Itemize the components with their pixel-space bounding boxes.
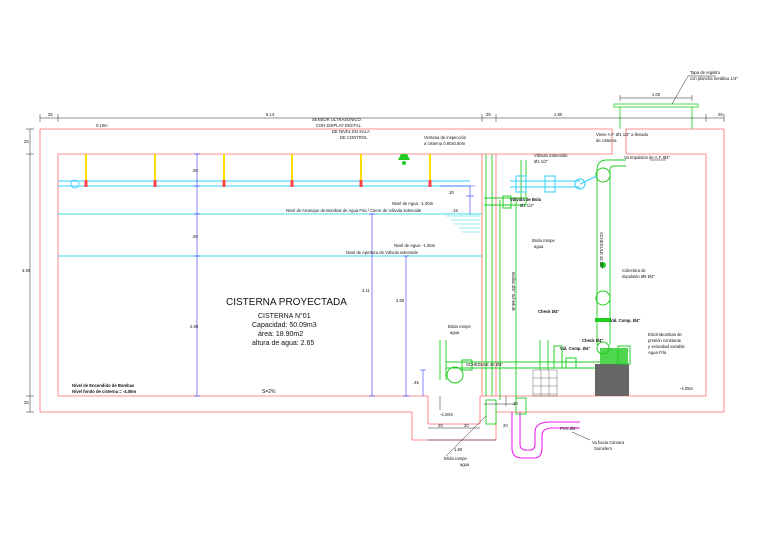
red-risers [84,180,432,187]
label-valv-comp-1: Vál. Comp. Ø4" [610,318,640,323]
label-check-1: Check Ø4" [538,309,559,314]
label-nivel-apertura: Nivel de Apertura de Válvula solenoide [346,250,419,255]
label-mallas-vertical: Mallas Ø6" Schedule [511,272,516,312]
dim-top-3: 1.80 [554,112,563,117]
ultrasonic-sensor [398,154,410,165]
cisterna-area: área: 18.90m2 [258,331,303,338]
dim-left-2: 25 [24,400,29,405]
label-level-420: -4.20m [440,412,454,417]
access-lid [613,75,716,129]
label-va-hacia-1: Sumidero [594,446,613,451]
pump-base-hatch [532,369,558,397]
label-valv-comp-2: Vál. Comp. Ø4" [560,346,590,351]
dim-v-045: .45 [413,380,419,385]
label-schedule-bottom: SCHEDULE 40 Ø4" [466,362,503,367]
dim-v-050b: .50 [192,234,198,239]
label-vienen-af-1: de cisterna [596,138,617,143]
label-nivel-arranque: Nivel de Arranque de Bombas de Agua Fria… [286,208,422,213]
cistern-walls [39,128,725,441]
label-valvula-solenoide-0: Válvula Solenoide [534,153,568,158]
label-valvula-solenoide-1: Ø1 1/2" [534,159,549,164]
label-brida-rompe-2-0: Brida rompe [448,324,471,329]
bottom-valves [485,397,527,425]
dim-top-last: 25 [718,112,723,117]
dim-v-020: .20 [512,401,518,406]
drain-pipe [511,412,580,459]
dim-bottom-160: 1.60 [454,447,463,452]
label-nivel-agua-1: Nivel de Agua: -1.00m [392,201,434,206]
dim-top-1: 6.14 [266,112,275,117]
cisterna-altura: altura de agua: 2.65 [252,340,314,347]
label-brida-rompe-2-1: agua [450,330,460,335]
dim-left-1: 3.55 [22,268,31,273]
dim-bottom-20a: 20 [438,423,443,428]
pipe-end-cap [70,179,80,189]
cisterna-number: CISTERNA N°01 [258,312,311,320]
label-level-405: -4.05m [680,386,694,391]
dim-v-295: 2.95 [190,324,199,329]
label-valvula-bola-1: Ø1 1/2" [520,203,535,208]
label-electrobombas-1: presión constante [648,338,682,343]
label-brida-rompe-1-1: agua [534,244,544,249]
label-colectora-0: Colectora de [622,268,646,273]
dim-bottom-20b: 20 [464,423,469,428]
label-brida-rompe-3-0: Brida rompe [444,456,467,461]
dim-left-0: 25 [24,139,29,144]
label-schedule-right: SCHEDULE 40 Ø4" [599,232,604,269]
dim-top-0: 25 [48,112,53,117]
label-ventana-1: a cisterna 0.80x0.60m [424,141,466,146]
label-va-hacia-0: Va hacia Cámara [592,440,625,445]
dim-v-015: .15 [452,208,458,213]
label-brida-rompe-3-1: agua [460,462,470,467]
cisterna-title: CISTERNA PROYECTADA [226,297,347,308]
label-brida-rompe-1-0: Brida rompe [532,238,555,243]
dim-v-260: 2.60 [396,298,405,303]
label-electrobombas-0: Electrobombas de [648,332,682,337]
label-electrobombas-3: Agua Fría [648,350,667,355]
label-tapa-registro: Tapa de registro [690,70,721,75]
label-nivel-agua-2: Nivel de Agua: -1.05m [394,243,436,248]
pump-units [595,345,631,396]
label-nivel-fondo: Nivel fondo de cisterna = -4.05m [72,389,136,394]
label-sensor-3: DE CONTROL [340,135,368,140]
dim-v-311: 3.11 [362,288,371,293]
label-check-2: Check Ø4" [582,338,603,343]
left-dimension-line [26,128,34,413]
label-tapa-registro-sub: con plancha metálica 1/4" [690,76,738,81]
top-dimension-line [39,114,725,122]
label-slope: S=2% [262,389,276,395]
label-electrobombas-2: y velocidad variable [648,344,685,349]
dim-top-2: 25 [486,112,491,117]
label-colectora-1: impulsión Ø6 Ø4" [622,274,655,279]
water-levels [58,180,482,257]
solenoid-valve-assembly [510,175,598,193]
dim-v-050a: .50 [192,168,198,173]
dim-v-030: .30 [448,190,454,195]
blue-dimensions [194,153,475,397]
label-sensor-2: DE NIVEL EN SALA [332,129,370,134]
label-pvc: PVC Ø6" [560,426,577,431]
label-ventana-0: Ventana de inspección [424,135,467,140]
bottom-dimension-lines [428,159,666,457]
label-nivel-encendido: Nivel de Encendido de Bombas [72,383,135,388]
dim-tapa: 1.00 [652,92,661,97]
label-sensor-0: SENSOR ULTRASONICO [312,117,362,122]
yellow-risers [85,154,431,180]
dim-bottom-20c: 20 [503,423,508,428]
label-sensor-1: CON DISPLAY DIGITAL [316,123,362,128]
label-vienen-af-0: Viene A.F. Ø1 1/2" a llenado [596,132,649,137]
cisterna-capacidad: Capacidad: 50.09m3 [252,322,317,329]
label-level-010: 0.10m [96,123,108,128]
label-valvula-bola-0: Válvula de Bola [510,197,542,202]
label-impulsion: Va Impulsión de A.F. Ø4" [624,155,671,160]
